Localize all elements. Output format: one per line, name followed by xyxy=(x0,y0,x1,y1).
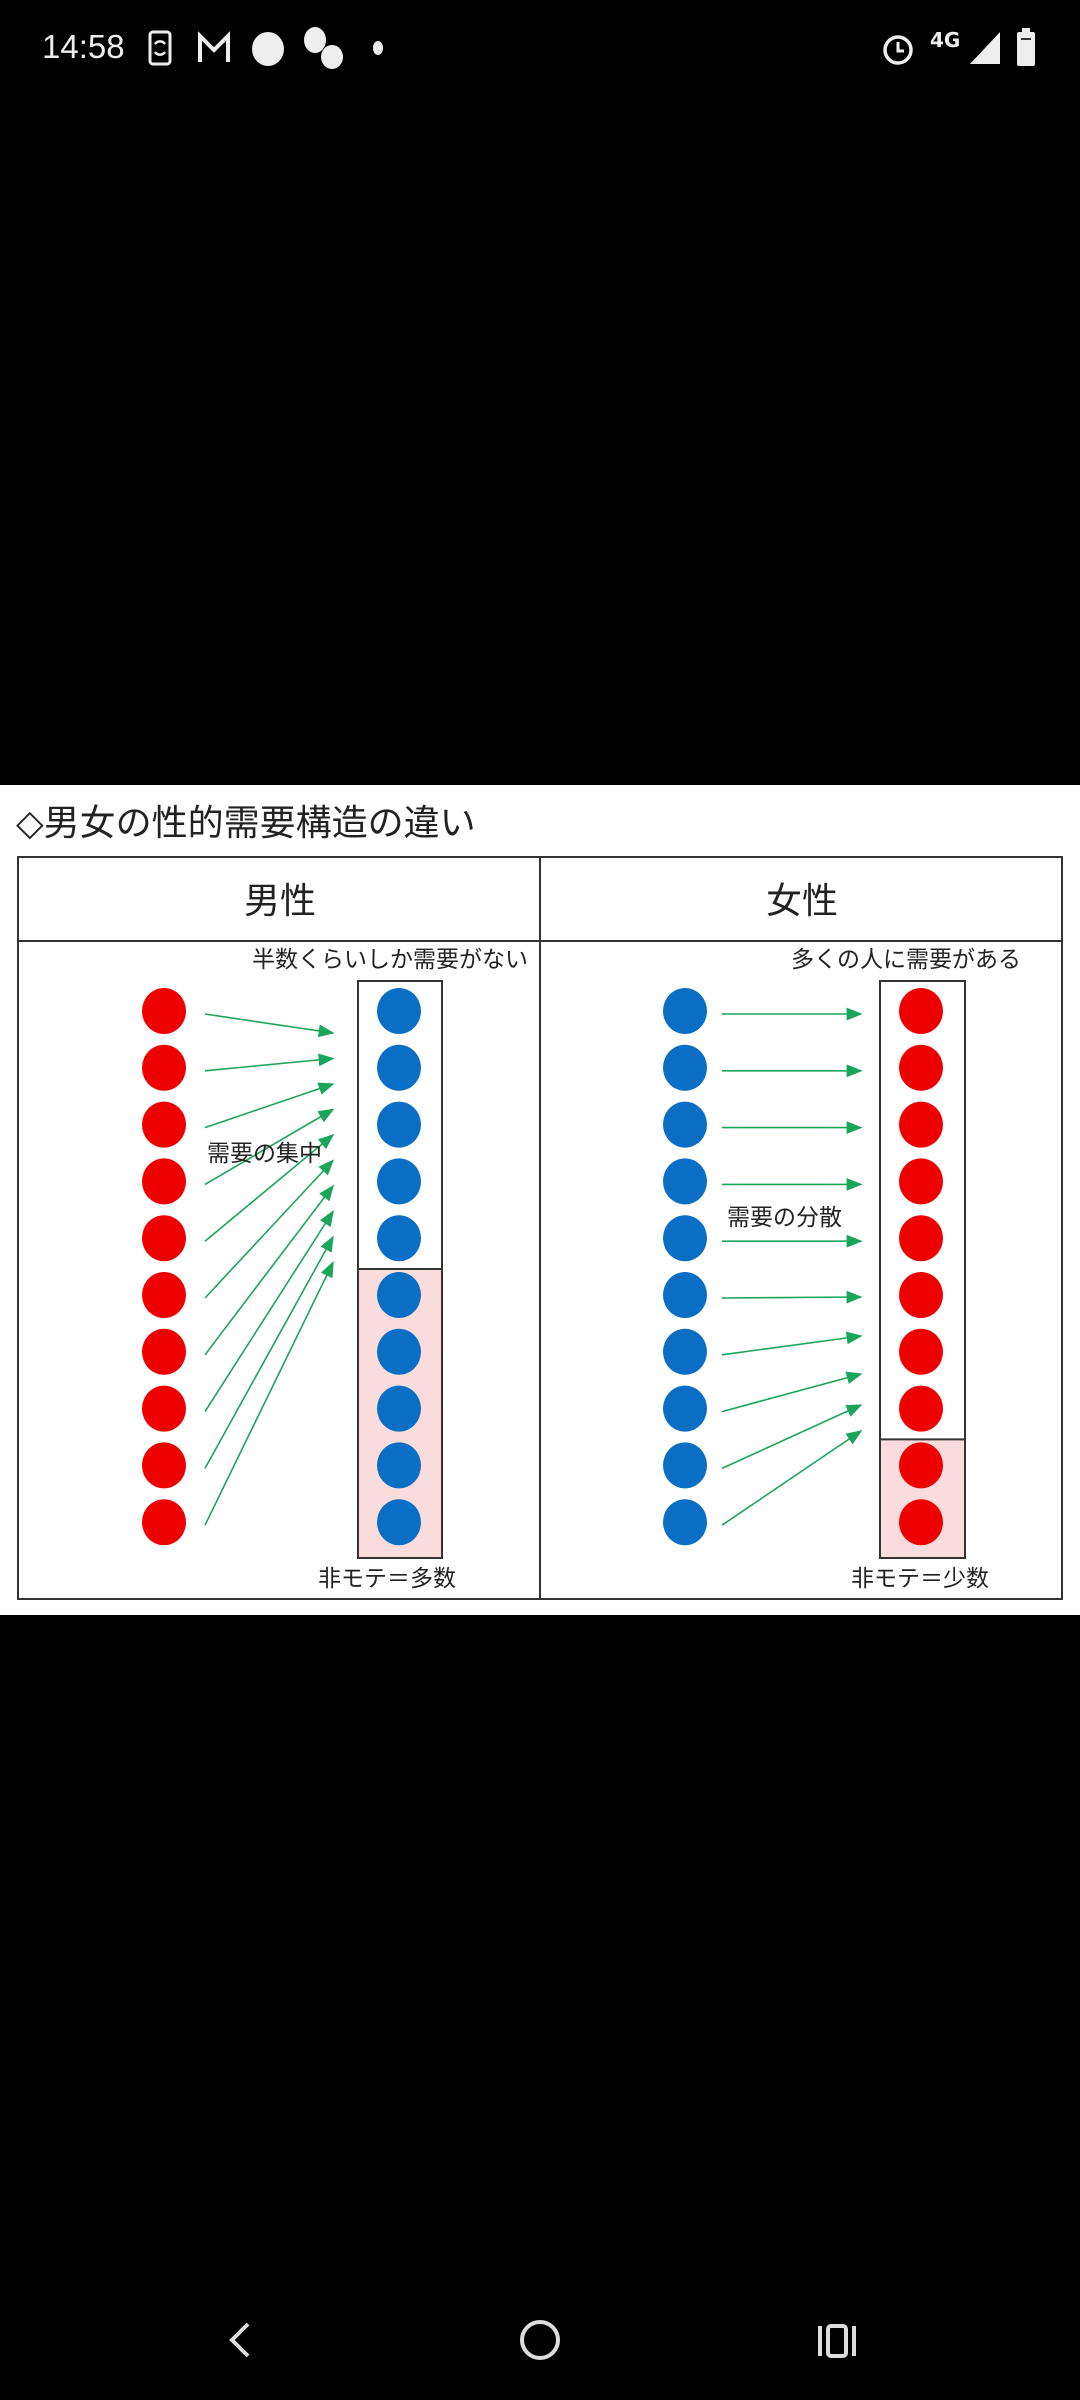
dots-icon xyxy=(304,27,343,69)
source-person xyxy=(663,1215,707,1262)
demand-arrow xyxy=(721,1430,863,1526)
source-person xyxy=(142,1215,186,1262)
signal-icon xyxy=(970,32,1000,64)
target-person xyxy=(899,1215,943,1262)
status-bar: 14:58 4G xyxy=(0,0,1080,100)
target-person xyxy=(899,1328,943,1375)
gmail-icon xyxy=(198,31,230,62)
demand-arrow xyxy=(721,1290,863,1304)
demand-arrow xyxy=(721,1371,863,1413)
female-top-note: 多くの人に需要がある xyxy=(791,947,1021,973)
target-person xyxy=(377,1044,421,1091)
source-person xyxy=(663,1272,707,1318)
demand-arrow xyxy=(204,1210,334,1413)
target-person xyxy=(899,1499,943,1546)
target-person xyxy=(377,1328,421,1375)
source-person xyxy=(142,1272,186,1318)
target-person xyxy=(899,1442,943,1489)
back-button[interactable] xyxy=(222,2320,258,2360)
target-person xyxy=(899,1385,943,1432)
target-person xyxy=(899,1272,943,1318)
male-bottom-note: 非モテ＝多数 xyxy=(318,1566,456,1592)
home-button[interactable] xyxy=(518,2318,562,2362)
source-person xyxy=(142,988,186,1034)
source-person xyxy=(663,1442,707,1489)
demand-arrow xyxy=(204,1108,335,1186)
network-type: 4G xyxy=(930,28,961,52)
target-person xyxy=(899,1101,943,1148)
navigation-bar xyxy=(0,2280,1080,2400)
demand-structure-diagram: ◇男女の性的需要構造の違い 男性 女性 半数くらいしか需要がない 多くの人に需要… xyxy=(16,803,1063,1600)
header-female: 女性 xyxy=(766,881,838,922)
demand-arrow xyxy=(204,1184,334,1356)
target-person xyxy=(899,988,943,1034)
target-person xyxy=(377,1499,421,1546)
source-person xyxy=(142,1499,186,1546)
source-person xyxy=(142,1044,186,1091)
male-middle-label: 需要の集中 xyxy=(207,1141,322,1167)
demand-arrow xyxy=(204,1235,334,1469)
phone-sync-icon xyxy=(148,30,172,66)
source-person xyxy=(663,1385,707,1432)
source-person xyxy=(663,1044,707,1091)
target-person xyxy=(377,1101,421,1148)
target-box xyxy=(879,980,966,1559)
recents-button[interactable] xyxy=(816,2320,860,2360)
demand-arrow xyxy=(721,1331,863,1356)
source-person xyxy=(663,1158,707,1205)
source-person xyxy=(142,1101,186,1148)
source-person xyxy=(663,1328,707,1375)
source-person xyxy=(663,1101,707,1148)
female-bottom-note: 非モテ＝少数 xyxy=(851,1566,989,1592)
alarm-icon xyxy=(883,35,913,65)
demand-arrow xyxy=(204,1053,335,1072)
circle-icon xyxy=(252,32,284,66)
clock: 14:58 xyxy=(42,28,125,65)
source-person xyxy=(663,988,707,1034)
source-person xyxy=(142,1385,186,1432)
female-middle-label: 需要の分散 xyxy=(727,1205,842,1231)
demand-arrow xyxy=(204,1261,334,1526)
diagram-image: ◇男女の性的需要構造の違い 男性 女性 半数くらいしか需要がない 多くの人に需要… xyxy=(0,785,1080,1615)
target-person xyxy=(899,1158,943,1205)
dot-icon xyxy=(373,41,383,55)
target-person xyxy=(899,1044,943,1091)
source-person xyxy=(663,1499,707,1546)
demand-arrow xyxy=(721,1404,863,1470)
demand-arrow xyxy=(204,1159,335,1299)
target-person xyxy=(377,1442,421,1489)
target-person xyxy=(377,1158,421,1205)
male-top-note: 半数くらいしか需要がない xyxy=(252,947,528,973)
target-person xyxy=(377,1385,421,1432)
demand-arrow xyxy=(204,1082,335,1129)
target-person xyxy=(377,1272,421,1318)
battery-icon xyxy=(1017,28,1035,66)
source-person xyxy=(142,1328,186,1375)
source-person xyxy=(142,1158,186,1205)
demand-arrow xyxy=(204,1013,335,1038)
source-person xyxy=(142,1442,186,1489)
target-person xyxy=(377,1215,421,1262)
header-male: 男性 xyxy=(244,881,316,922)
demand-arrow xyxy=(204,1133,335,1242)
diagram-title: ◇男女の性的需要構造の違い xyxy=(16,803,476,844)
target-person xyxy=(377,988,421,1034)
